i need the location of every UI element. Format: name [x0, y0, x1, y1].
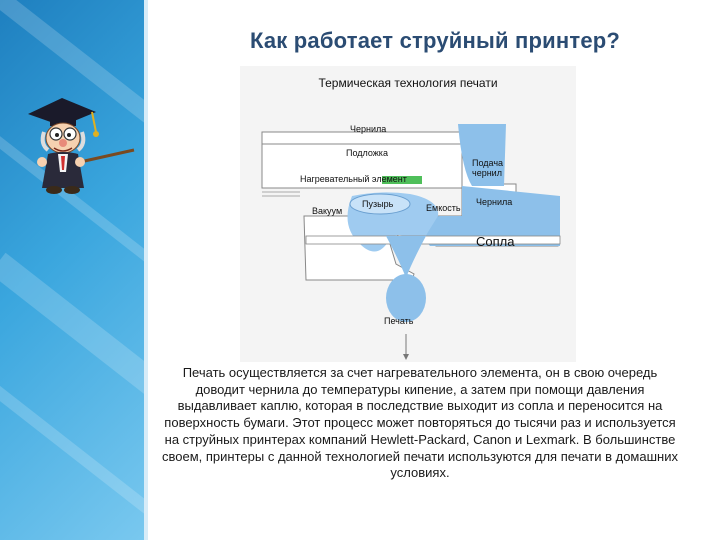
heater-element — [382, 176, 422, 184]
sidebar-decoration — [0, 0, 144, 540]
sidebar-edge — [144, 0, 148, 540]
label-nozzle: Сопла — [476, 234, 515, 249]
bubble — [349, 193, 411, 215]
diagram-title: Термическая технология печати — [318, 76, 498, 90]
professor-mascot-icon — [18, 92, 140, 196]
ink-droplet — [386, 274, 426, 322]
ink-reservoir — [417, 186, 560, 246]
label-ink-right: Чернила — [476, 197, 513, 207]
label-print: Печать — [384, 316, 414, 326]
label-ink: Чернила — [350, 124, 387, 134]
label-substrate: Подложка — [346, 148, 388, 158]
label-chamber: Емкость — [426, 203, 461, 213]
label-heater: Нагревательный элемент — [300, 174, 407, 184]
thermal-printing-diagram: Термическая технология печати Чернила По… — [240, 66, 576, 362]
droplet-neck — [386, 236, 426, 278]
printhead-illustration — [261, 124, 561, 360]
label-ink-feed: Подача чернил — [472, 158, 504, 178]
slide-title: Как работает струйный принтер? — [249, 28, 621, 53]
label-vacuum: Вакуум — [312, 206, 343, 216]
slide-description: Печать осуществляется за счет нагревател… — [162, 365, 678, 481]
ink-feed — [458, 124, 506, 186]
substrate-layer — [261, 143, 463, 189]
label-bubble: Пузырь — [362, 199, 394, 209]
